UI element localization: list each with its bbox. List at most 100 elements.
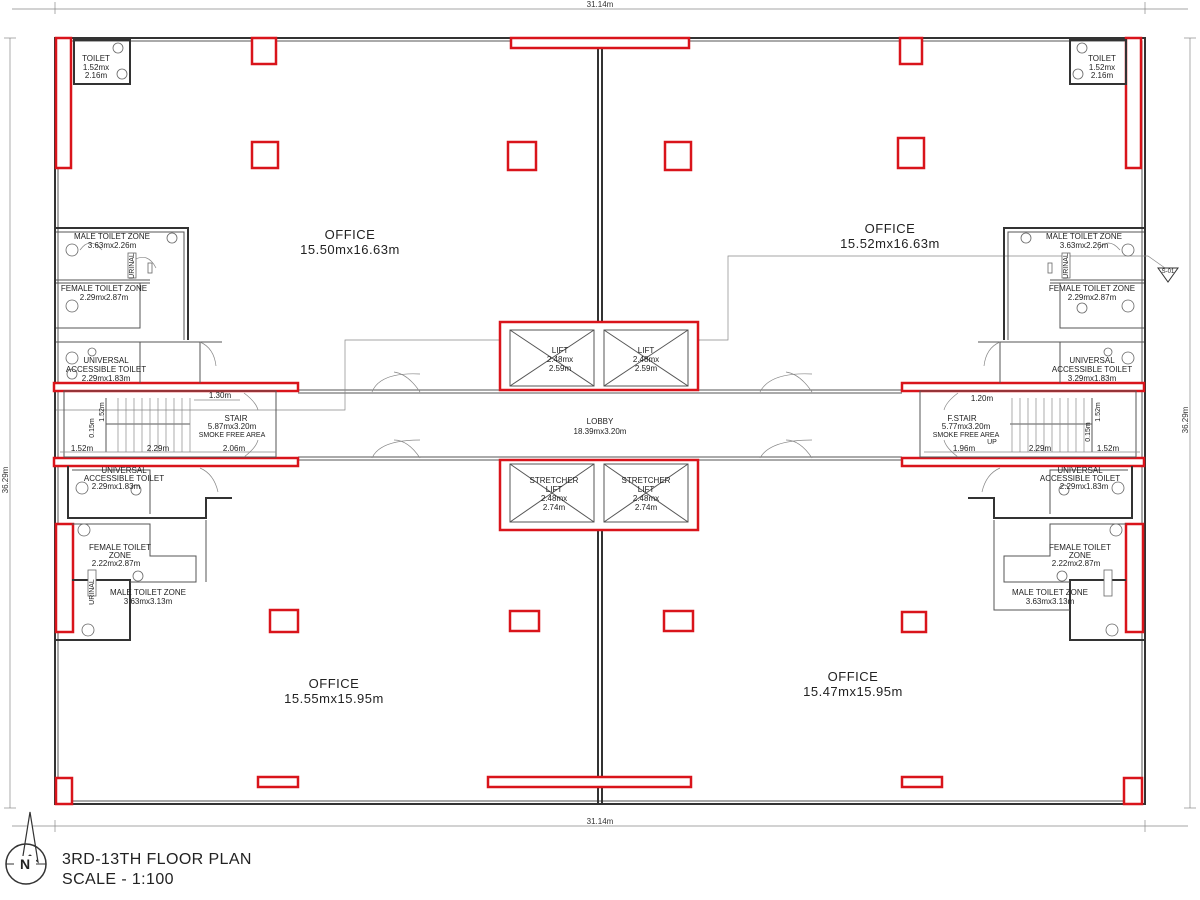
right-female-toilet-size: 2.29mx2.87m [1068,293,1117,302]
top-width-dimension: 31.14m [587,0,614,9]
toilet-left-width: 1.52mx [83,63,109,72]
columns [52,36,1146,806]
left-stair-dim-3: 2.29m [147,444,170,453]
lift-2-width: 2.48mx [633,355,659,364]
right-ua-toilet-label1: UNIVERSAL [1069,356,1115,365]
right-ua-bottom-label2: ACCESSIBLE TOILET [1040,474,1120,483]
right-stair-dim-5: 1.52m [1095,402,1102,422]
right-female-bottom-label2: ZONE [1069,551,1091,560]
lift-labels: LIFT 2.48mx 2.59m LIFT 2.48mx 2.59m LOBB… [530,346,671,512]
stretcher-lift-2-width: 2.48mx [633,494,659,503]
right-male-bottom-label: MALE TOILET ZONE [1012,588,1088,597]
left-ua-bottom-size: 2.29mx1.83m [92,482,141,491]
left-stair-note: SMOKE FREE AREA [199,432,266,439]
left-urinal-bottom-label: URINAL [89,579,96,605]
right-stair-dim-6: 0.15m [1085,422,1092,442]
lift-core [498,320,700,532]
right-height-dimension: 36.29m [1181,406,1190,433]
left-male-toilet-label: MALE TOILET ZONE [74,232,150,241]
office-se-size: 15.47mx15.95m [803,684,903,699]
stretcher-lift-1-label2: LIFT [546,485,563,494]
office-sw-size: 15.55mx15.95m [284,691,384,706]
section-marker-icon [1157,267,1179,283]
plan-title: 3RD-13TH FLOOR PLAN [62,851,252,868]
left-stair-dim-2: 1.52m [71,444,94,453]
left-female-bottom-size: 2.22mx2.87m [92,559,141,568]
left-stair-size: 5.87mx3.20m [208,422,257,431]
stretcher-lift-1-width: 2.48mx [541,494,567,503]
right-ua-toilet-label2: ACCESSIBLE TOILET [1052,365,1132,374]
north-letter: N [20,856,30,872]
lift-1-width: 2.48mx [547,355,573,364]
lobby-size: 18.39mx3.20m [574,427,627,436]
office-labels: OFFICE 15.50mx16.63m OFFICE 15.52mx16.63… [284,221,940,706]
toilet-left-height: 2.16m [85,71,108,80]
toilet-right-label: TOILET [1088,54,1116,63]
left-stair-dim-5: 1.52m [99,402,106,422]
right-core-walls [919,227,1144,641]
left-core-labels: MALE TOILET ZONE 3.63mx2.26m URINAL FEMA… [61,232,266,606]
left-ua-bottom-label2: ACCESSIBLE TOILET [84,474,164,483]
left-female-toilet-label: FEMALE TOILET ZONE [61,284,147,293]
right-core-labels: MALE TOILET ZONE 3.63mx2.26m URINAL FEMA… [933,232,1135,606]
stretcher-lift-1-label: STRETCHER [530,476,579,485]
stretcher-lift-1-height: 2.74m [543,503,566,512]
left-height-dimension: 36.29m [1,466,10,493]
right-male-bottom-size: 3.63mx3.13m [1026,597,1075,606]
left-female-toilet-size: 2.29mx2.87m [80,293,129,302]
right-stair-up: UP [987,439,997,446]
lift-2-height: 2.59m [635,364,658,373]
right-urinal-label: URINAL [1063,253,1070,279]
office-nw-label: OFFICE [325,227,376,242]
left-female-bottom-label2: ZONE [109,551,131,560]
office-ne-size: 15.52mx16.63m [840,236,940,251]
right-ua-bottom-label1: UNIVERSAL [1057,466,1103,475]
north-arrow: N [5,811,47,885]
stretcher-lift-2-height: 2.74m [635,503,658,512]
stretcher-lift-2-label2: LIFT [638,485,655,494]
toilet-right-height: 2.16m [1091,71,1114,80]
left-stair-label: STAIR [225,414,248,423]
left-ua-bottom-label1: UNIVERSAL [101,466,147,475]
right-stair-note: SMOKE FREE AREA [933,432,1000,439]
lift-1-label: LIFT [552,346,569,355]
right-ua-toilet-size: 3.29mx1.83m [1068,374,1117,383]
lift-2-label: LIFT [638,346,655,355]
left-female-bottom-label1: FEMALE TOILET [89,543,151,552]
left-stair-dim-1: 1.30m [209,391,232,400]
right-stair-dim-2: 1.96m [953,444,976,453]
left-core-walls [56,227,277,641]
right-stair-dim-4: 1.52m [1097,444,1120,453]
right-stair-label: F.STAIR [947,414,976,423]
office-se-label: OFFICE [828,669,879,684]
toilet-right-width: 1.52mx [1089,63,1115,72]
toilet-left-label: TOILET [82,54,110,63]
left-stair-dim-4: 2.06m [223,444,246,453]
right-female-bottom-label1: FEMALE TOILET [1049,543,1111,552]
right-female-toilet-label: FEMALE TOILET ZONE [1049,284,1135,293]
left-male-bottom-label: MALE TOILET ZONE [110,588,186,597]
plan-scale: SCALE - 1:100 [62,871,174,888]
right-stair-dim-1: 1.20m [971,394,994,403]
right-stair-size: 5.77mx3.20m [942,422,991,431]
dimension-lines: 31.14m 31.14m 36.29m 36.29m [1,0,1196,832]
lobby-label: LOBBY [587,417,614,426]
right-female-bottom-size: 2.22mx2.87m [1052,559,1101,568]
section-marker-label: S-01 [1162,269,1175,275]
top-toilets: TOILET 1.52mx 2.16m TOILET 1.52mx 2.16m [73,39,1127,85]
office-ne-label: OFFICE [865,221,916,236]
lift-1-height: 2.59m [549,364,572,373]
left-urinal-label: URINAL [129,253,136,279]
office-nw-size: 15.50mx16.63m [300,242,400,257]
office-sw-label: OFFICE [309,676,360,691]
left-ua-toilet-size: 2.29mx1.83m [82,374,131,383]
left-ua-toilet-label1: UNIVERSAL [83,356,129,365]
right-ua-bottom-size: 2.29mx1.83m [1060,482,1109,491]
left-male-bottom-size: 3.63mx3.13m [124,597,173,606]
right-stair-dim-3: 2.29m [1029,444,1052,453]
north-arrow-icon [21,811,39,864]
stretcher-lift-2-label: STRETCHER [622,476,671,485]
bottom-width-dimension: 31.14m [587,817,614,826]
left-male-toilet-size: 3.63mx2.26m [88,241,137,250]
